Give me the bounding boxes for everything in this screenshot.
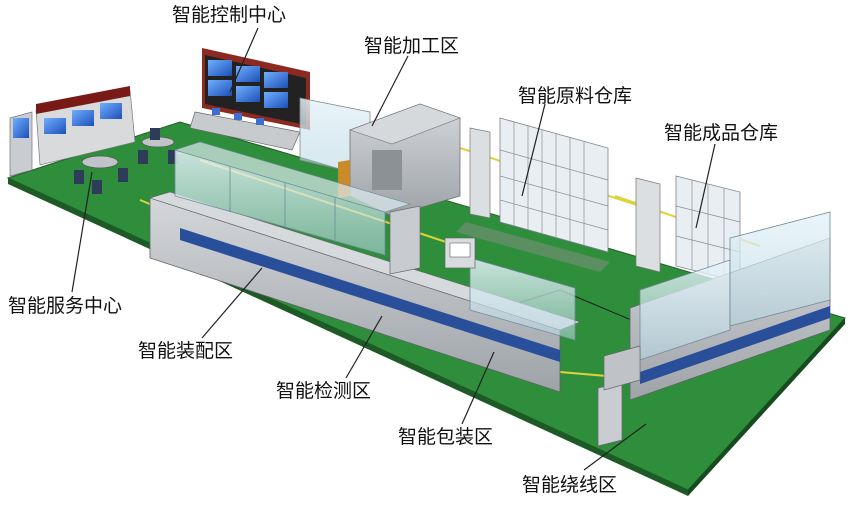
assembly-line (148, 141, 581, 393)
control-center-area (189, 48, 310, 151)
label-machining-zone: 智能加工区 (364, 35, 460, 57)
label-packaging-zone: 智能包装区 (398, 426, 494, 448)
product-warehouse-area (635, 175, 741, 283)
leader-lines (71, 27, 716, 471)
winding-zone-area (597, 211, 831, 447)
label-control-center: 智能控制中心 (172, 4, 287, 26)
label-assembly-zone: 智能装配区 (138, 340, 234, 362)
label-inspection-zone: 智能检测区 (276, 380, 372, 402)
machining-zone-area (299, 97, 461, 217)
label-winding-zone: 智能绕线区 (522, 474, 618, 496)
label-service-center: 智能服务中心 (8, 295, 123, 317)
service-center-area (9, 86, 178, 194)
raw-material-warehouse-area (456, 117, 610, 272)
label-product-warehouse: 智能成品仓库 (664, 122, 779, 144)
label-raw-material-warehouse: 智能原料仓库 (518, 85, 633, 107)
